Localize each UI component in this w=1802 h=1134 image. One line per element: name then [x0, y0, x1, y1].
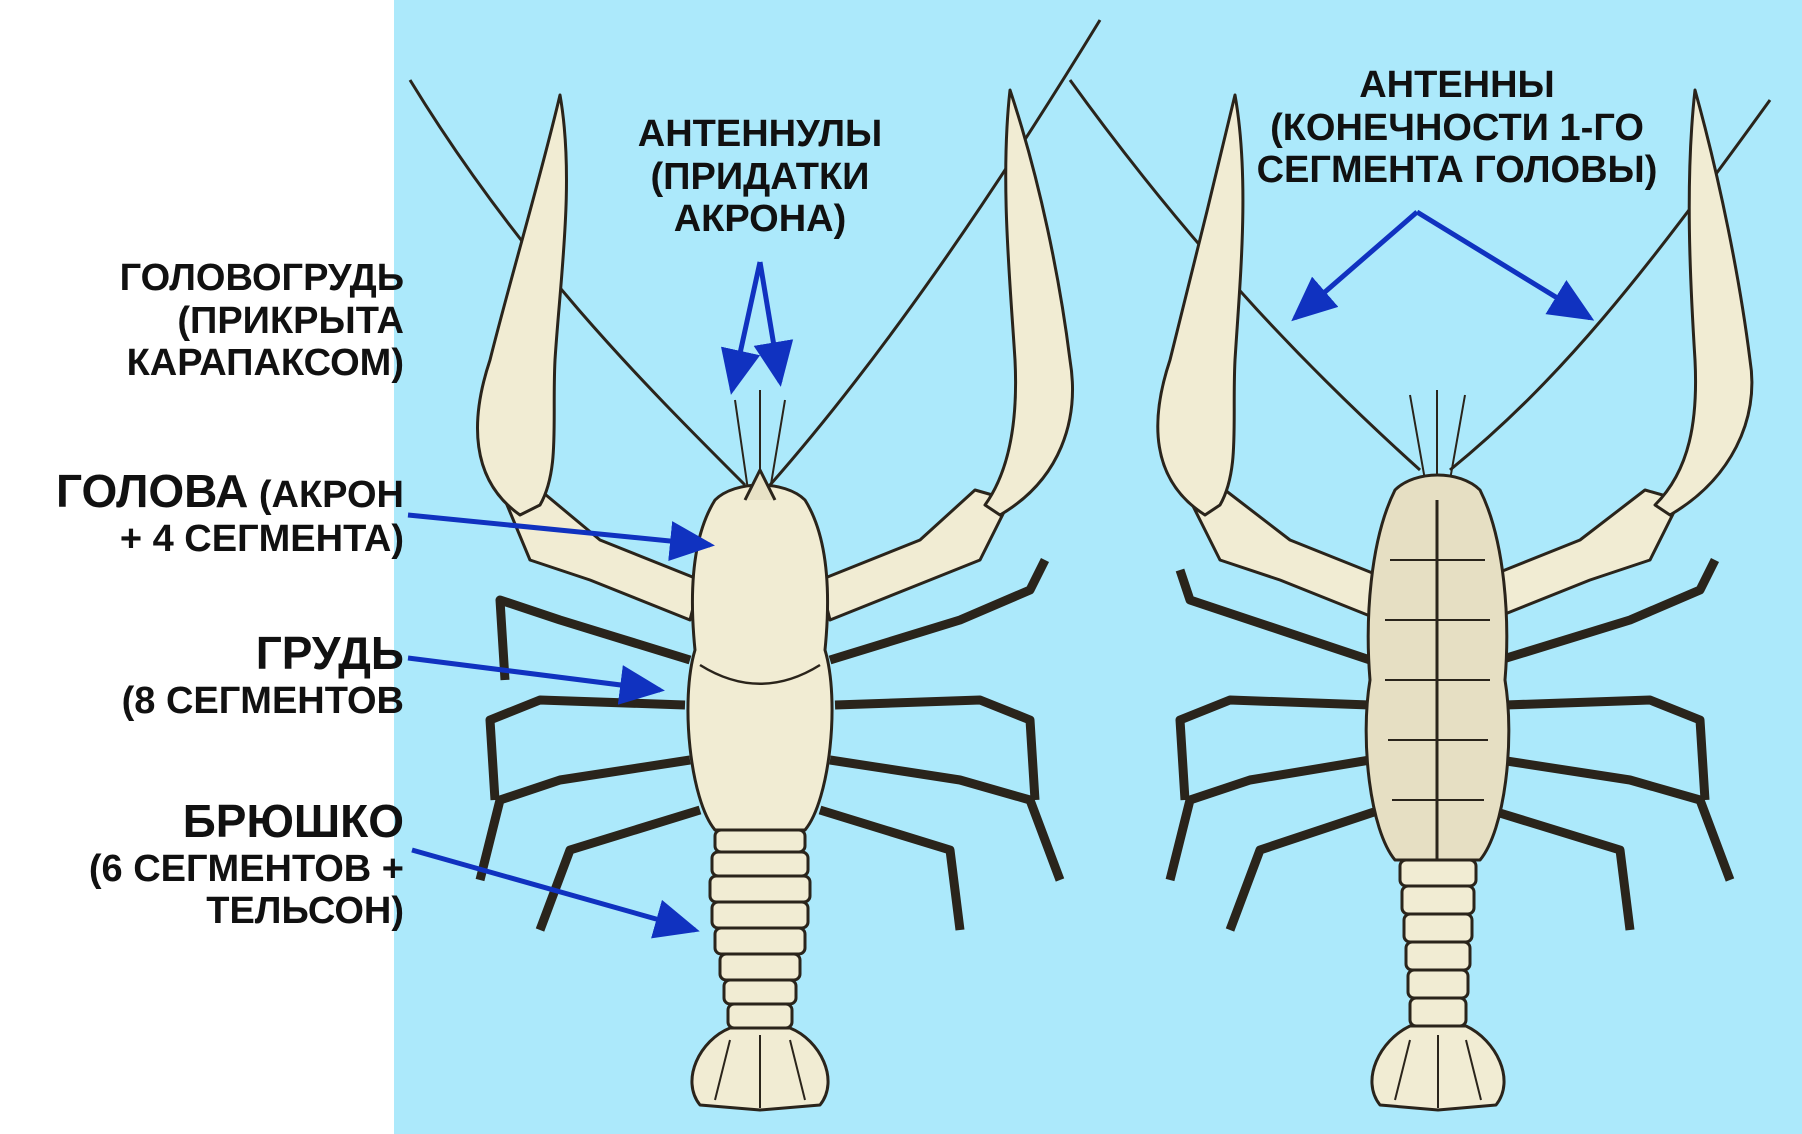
dorsal-abdomen-segment	[710, 876, 810, 902]
abdomen-label: БРЮШКО (6 СЕГМЕНТОВ + ТЕЛЬСОН)	[89, 796, 404, 933]
dorsal-leg	[820, 810, 960, 930]
ventral-leg	[1180, 700, 1370, 800]
abdomen-line3: ТЕЛЬСОН)	[89, 890, 404, 933]
antennae-label: АНТЕННЫ (КОНЕЧНОСТИ 1-ГО СЕГМЕНТА ГОЛОВЫ…	[1237, 64, 1677, 192]
antennules-line2: (ПРИДАТКИ	[620, 156, 900, 199]
ventral-cheliped-left	[1190, 490, 1390, 620]
arrow-icon	[408, 658, 660, 690]
head-label: ГОЛОВА (АКРОН + 4 СЕГМЕНТА)	[56, 466, 404, 560]
cephalothorax-line1: ГОЛОВОГРУДЬ	[120, 257, 404, 300]
ventral-leg	[1490, 810, 1630, 930]
ventral-abdomen-segment	[1406, 942, 1470, 970]
dorsal-abdomen-segment	[715, 928, 805, 954]
arrow-icon	[1417, 212, 1590, 318]
arrow-icon	[412, 850, 695, 930]
dorsal-cheliped-right	[820, 490, 1010, 620]
thorax-label: ГРУДЬ (8 СЕГМЕНТОВ	[122, 628, 404, 722]
dorsal-carapace	[688, 485, 832, 830]
dorsal-abdomen-segment	[715, 830, 805, 852]
head-title: ГОЛОВА	[56, 465, 248, 517]
dorsal-claw-right	[985, 90, 1072, 515]
ventral-abdomen-segment	[1404, 914, 1472, 942]
dorsal-abdomen-segment	[712, 902, 808, 928]
dorsal-leg	[835, 700, 1035, 800]
arrow-icon	[732, 262, 760, 390]
ventral-abdomen-segment	[1410, 998, 1466, 1026]
abdomen-line2: (6 СЕГМЕНТОВ +	[89, 848, 404, 891]
dorsal-leg	[540, 810, 700, 930]
dorsal-abdomen-segment	[728, 1004, 792, 1028]
dorsal-leg	[500, 600, 690, 680]
antennules-line1: АНТЕННУЛЫ	[620, 113, 900, 156]
thorax-title: ГРУДЬ	[122, 628, 404, 680]
abdomen-title: БРЮШКО	[89, 796, 404, 848]
arrow-icon	[760, 262, 780, 382]
head-line1-rest: (АКРОН	[248, 474, 404, 516]
dorsal-abdomen-segment	[724, 980, 796, 1004]
dorsal-claw-left	[478, 95, 567, 515]
antennae-line2: (КОНЕЧНОСТИ 1-ГО	[1237, 107, 1677, 150]
antennules-line3: АКРОНА)	[620, 198, 900, 241]
crayfish-ventral-illustration	[1070, 80, 1770, 1110]
ventral-cheliped-right	[1480, 490, 1680, 620]
ventral-abdomen-segment	[1408, 970, 1468, 998]
cephalothorax-line3: КАРАПАКСОМ)	[120, 342, 404, 385]
antennules-label: АНТЕННУЛЫ (ПРИДАТКИ АКРОНА)	[620, 113, 900, 241]
arrow-icon	[1295, 212, 1417, 318]
ventral-abdomen-segment	[1400, 860, 1476, 886]
cephalothorax-line2: (ПРИКРЫТА	[120, 300, 404, 343]
antennae-line3: СЕГМЕНТА ГОЛОВЫ)	[1237, 149, 1677, 192]
cephalothorax-label: ГОЛОВОГРУДЬ (ПРИКРЫТА КАРАПАКСОМ)	[120, 257, 404, 385]
antennae-line1: АНТЕННЫ	[1237, 64, 1677, 107]
dorsal-abdomen-segment	[712, 852, 808, 876]
dorsal-leg	[490, 700, 685, 800]
ventral-abdomen-segment	[1402, 886, 1474, 914]
ventral-leg	[1230, 810, 1380, 930]
ventral-leg	[1505, 700, 1705, 800]
ventral-claw-left	[1158, 95, 1243, 515]
thorax-line2: (8 СЕГМЕНТОВ	[122, 680, 404, 723]
head-line2: + 4 СЕГМЕНТА)	[56, 518, 404, 561]
dorsal-abdomen-segment	[720, 954, 800, 980]
